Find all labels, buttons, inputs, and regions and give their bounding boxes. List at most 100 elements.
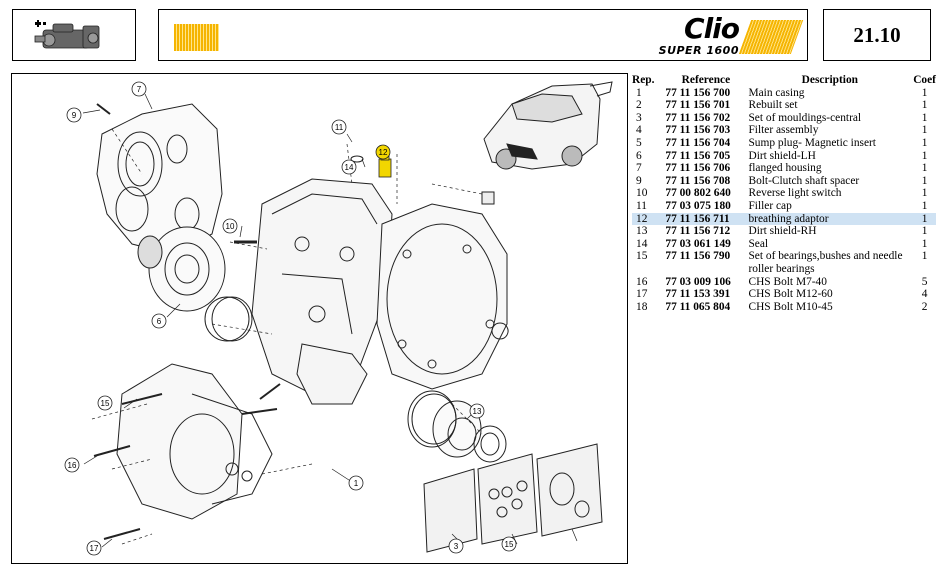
callout-13: 13 (469, 403, 485, 419)
callout-3-label: 3 (454, 542, 459, 551)
cell-reference: 77 03 061 149 (665, 237, 731, 250)
callout-18-label: 17 (90, 544, 99, 553)
decor-stripes (174, 24, 219, 51)
cell-reference: 77 11 156 711 (665, 212, 747, 226)
brand-subtitle: SUPER 1600 (658, 44, 739, 57)
cell-reference: 77 11 156 700 (665, 86, 731, 99)
callout-18: 17 (86, 540, 102, 556)
cell-description: Set of mouldings-central (748, 111, 862, 124)
cell-coef: 1 (921, 199, 928, 212)
cell-coef: 1 (921, 174, 928, 187)
cell-reference: 77 11 156 708 (665, 174, 731, 187)
cell-coef: 1 (921, 99, 928, 112)
bell-housing (376, 191, 509, 390)
cell-reference: 77 11 156 704 (665, 136, 731, 149)
cell-coef: 1 (921, 136, 928, 149)
cell-description: Bolt-Clutch shaft spacer (748, 174, 860, 187)
flanged-housing (96, 103, 223, 255)
cell-description: CHS Bolt M10-45 (748, 300, 833, 313)
table-row[interactable]: 13 77 11 156 712 Dirt shield-RH 1 (632, 225, 936, 238)
cell-description: Dirt shield-RH (748, 225, 817, 238)
car-illustration (483, 81, 613, 170)
callout-12-label: 12 (379, 148, 388, 157)
brand-logo: Clio SUPER 1600 (649, 12, 804, 58)
cell-reference: 77 00 802 640 (665, 187, 731, 200)
callout-17-label: 16 (68, 461, 77, 470)
table-header-row: Rep. Reference Description Coef (632, 74, 936, 87)
cell-reference: 77 11 156 712 (665, 225, 731, 238)
cell-coef: 5 (921, 275, 928, 288)
title-box: Clio SUPER 1600 (158, 9, 808, 61)
cell-reference: 77 11 156 701 (665, 99, 731, 112)
cell-reference: 77 03 075 180 (665, 199, 731, 212)
gearbox-icon-box (12, 9, 136, 61)
cell-rep: 6 (636, 149, 642, 162)
cell-description: breathing adaptor (746, 212, 914, 226)
cell-description: Seal (748, 237, 769, 250)
cell-description: CHS Bolt M7-40 (748, 275, 827, 288)
cell-rep: 10 (636, 187, 648, 200)
cell-reference: 77 11 065 804 (665, 300, 731, 313)
cell-rep: 1 (636, 86, 642, 99)
cell-reference: 77 11 156 702 (665, 111, 731, 124)
cell-coef: 1 (921, 86, 928, 99)
cell-rep: 5 (636, 136, 642, 149)
cell-rep: 4 (636, 124, 642, 137)
cell-rep: 17 (636, 288, 648, 301)
brand-word: Clio (684, 12, 740, 45)
cell-description: Reverse light switch (748, 187, 842, 200)
table-row[interactable]: 14 77 03 061 149 Seal 1 (632, 238, 936, 251)
callout-12: 12 (375, 144, 391, 160)
header-reference: Reference (681, 74, 731, 86)
cell-coef: 1 (921, 237, 928, 250)
callout-6-label: 6 (157, 317, 162, 326)
cell-rep: 13 (636, 225, 648, 238)
callout-11-label: 11 (335, 123, 344, 132)
diagram-canvas: 9 7 11 12 14 10 6 15 16 17 1 13 3 15 (64, 81, 613, 556)
header-rep: Rep. (632, 74, 655, 86)
callout-10-label: 10 (226, 222, 235, 231)
cell-rep: 15 (636, 250, 648, 263)
header-coef: Coef (913, 74, 936, 86)
cell-description: Filler cap (748, 199, 792, 212)
cell-description: CHS Bolt M12-60 (748, 288, 833, 301)
kit-boxes (423, 443, 603, 553)
callout-10: 10 (222, 218, 238, 234)
callout-1: 1 (348, 475, 364, 491)
callout-3: 3 (448, 538, 464, 554)
gearbox-icon (34, 20, 100, 49)
exploded-diagram: 9 7 11 12 14 10 6 15 16 17 1 13 3 15 (11, 73, 628, 564)
cell-description: flanged housing (748, 162, 822, 175)
cell-description: Main casing (748, 86, 805, 99)
lower-casing (116, 343, 368, 520)
callout-14-label: 14 (345, 163, 354, 172)
brand-stripes (738, 20, 804, 54)
cell-coef: 1 (913, 212, 936, 226)
cell-rep: 7 (636, 162, 642, 175)
page-number: 21.10 (853, 22, 901, 47)
table-row[interactable]: 1 77 11 156 700 Main casing 1 (632, 87, 936, 100)
cell-rep: 14 (636, 237, 648, 250)
cell-coef: 1 (921, 225, 928, 238)
callout-9: 9 (66, 107, 82, 123)
callout-14: 14 (341, 159, 357, 175)
callout-9-label: 9 (72, 111, 77, 120)
callout-17: 16 (64, 457, 80, 473)
cell-coef: 1 (921, 250, 928, 263)
callout-15: 15 (501, 536, 517, 552)
